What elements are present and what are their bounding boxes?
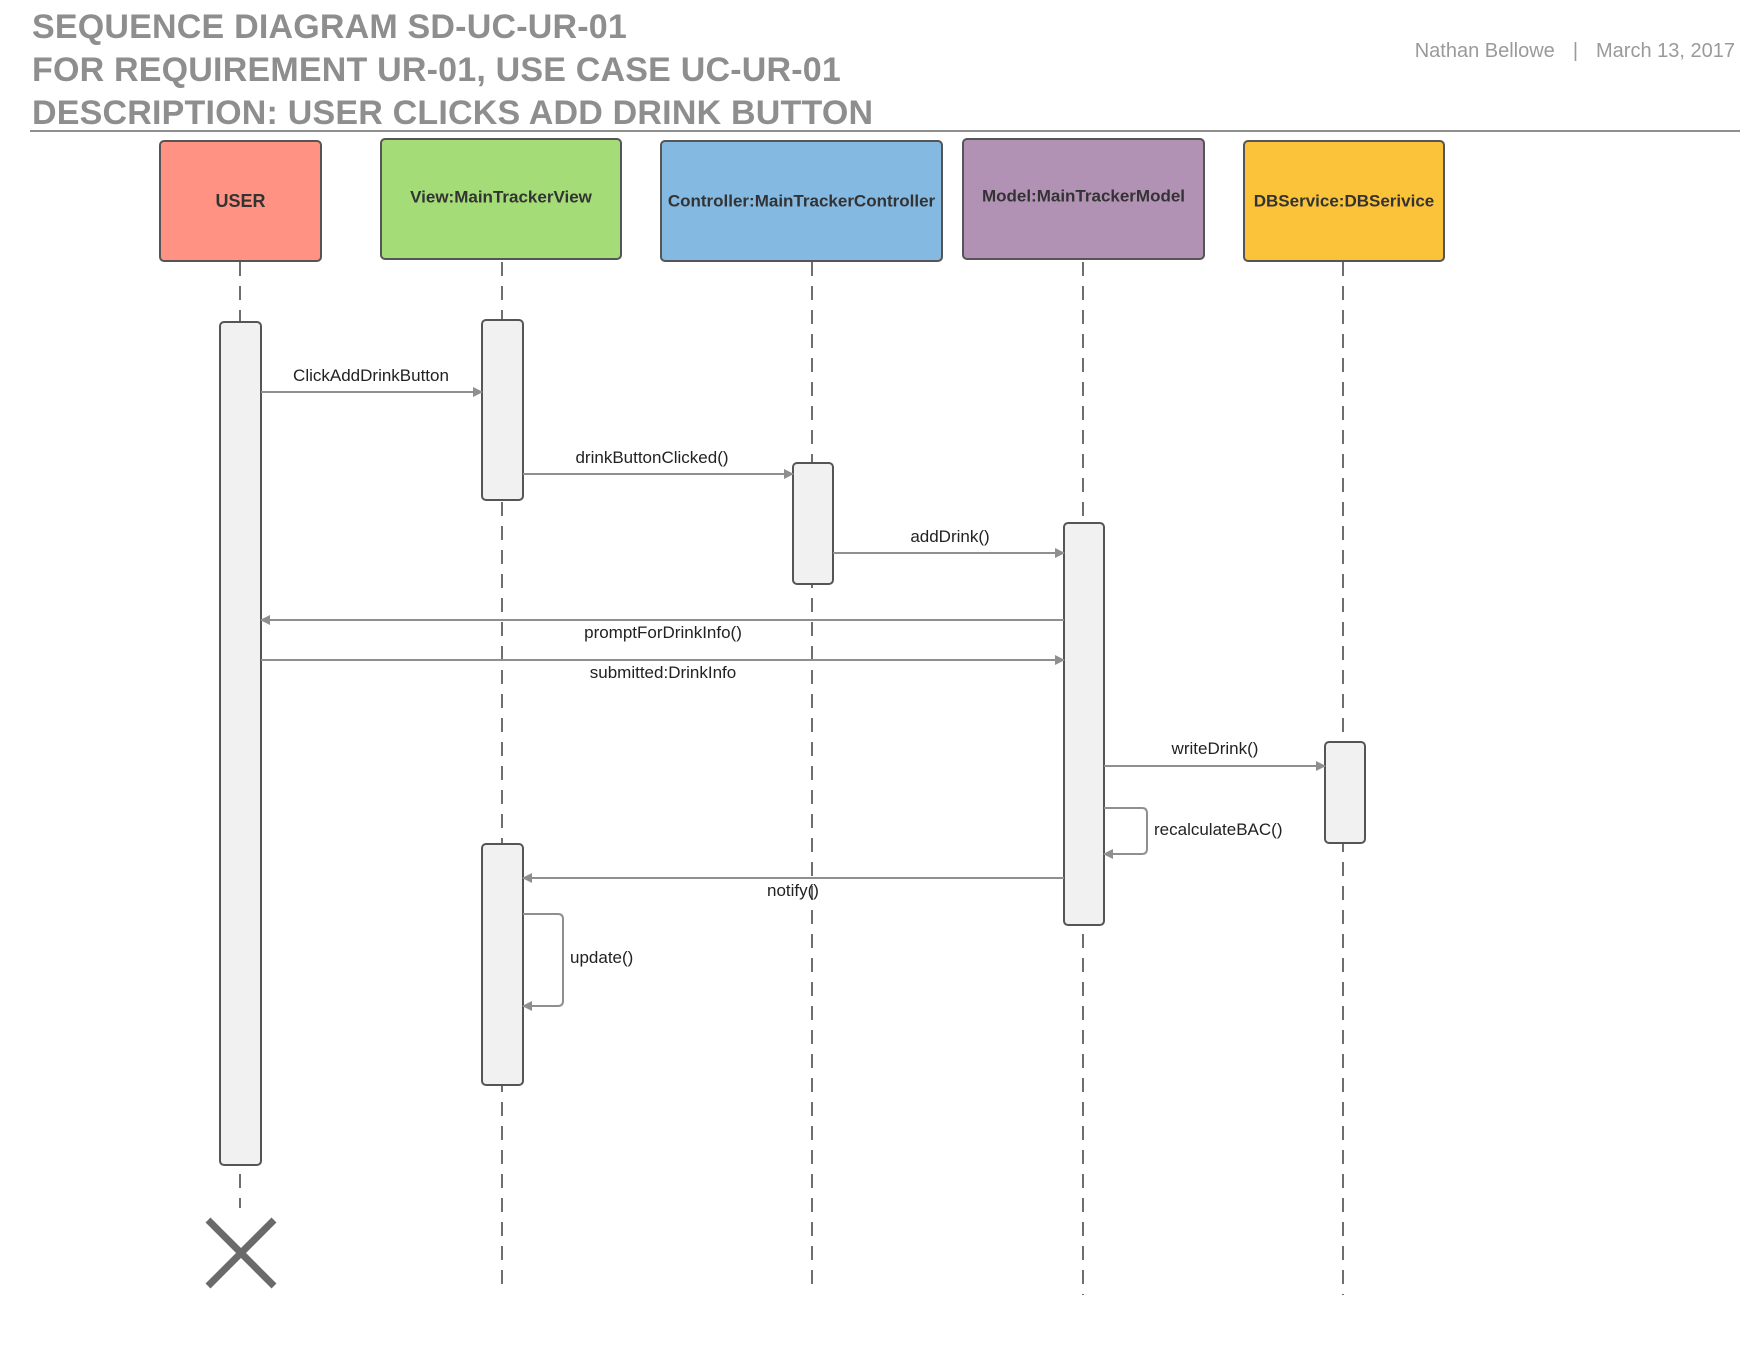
lifelines: [239, 262, 1344, 1295]
participant-user-label: USER: [215, 191, 265, 211]
activation-view-2: [481, 843, 524, 1086]
participant-user-box: [159, 140, 322, 262]
message-labels: ClickAddDrinkButton drinkButtonClicked()…: [293, 366, 1282, 967]
participant-view-label: View:MainTrackerView: [410, 187, 593, 206]
participant-db[interactable]: DBService:DBSerivice: [1243, 140, 1445, 262]
title-line-2: FOR REQUIREMENT UR-01, USE CASE UC-UR-01: [32, 51, 841, 89]
message-label-submitted-drink-info: submitted:DrinkInfo: [590, 663, 736, 682]
message-arrow-update: [522, 913, 564, 1011]
participant-model-box: [962, 138, 1205, 260]
destroy-x-stroke-2: [205, 1217, 277, 1289]
message-label-click-add-drink: ClickAddDrinkButton: [293, 366, 449, 385]
message-label-notify: notify(): [767, 881, 819, 900]
participant-db-box: [1243, 140, 1445, 262]
activation-db: [1324, 741, 1366, 844]
participant-view[interactable]: View:MainTrackerView: [380, 138, 622, 260]
activation-model: [1063, 522, 1105, 926]
participant-user[interactable]: USER: [159, 140, 322, 262]
participant-model-label: Model:MainTrackerModel: [982, 186, 1185, 205]
participant-view-box: [380, 138, 622, 260]
participant-controller[interactable]: Controller:MainTrackerController: [660, 140, 943, 262]
participant-model[interactable]: Model:MainTrackerModel: [962, 138, 1205, 260]
message-label-recalculate-bac: recalculateBAC(): [1154, 820, 1283, 839]
activation-user: [219, 321, 262, 1166]
message-label-update: update(): [570, 948, 633, 967]
title-line-1: SEQUENCE DIAGRAM SD-UC-UR-01: [32, 8, 627, 46]
message-label-add-drink: addDrink(): [910, 527, 989, 546]
diagram-date: March 13, 2017: [1596, 40, 1735, 62]
author-date: Nathan Bellowe | March 13, 2017: [1415, 40, 1735, 63]
meta-separator: |: [1572, 40, 1579, 62]
activation-controller: [792, 462, 834, 585]
message-arrow-recalculate-bac: [1103, 807, 1148, 859]
diagram-title: SEQUENCE DIAGRAM SD-UC-UR-01 FOR REQUIRE…: [32, 6, 873, 135]
message-label-prompt-for-drink-info: promptForDrinkInfo(): [584, 623, 742, 642]
activations: [219, 319, 1366, 1166]
participant-controller-box: [660, 140, 943, 262]
messages: [260, 387, 1326, 1011]
message-label-write-drink: writeDrink(): [1171, 739, 1259, 758]
header-divider: [30, 130, 1740, 132]
author-name: Nathan Bellowe: [1414, 40, 1555, 62]
participant-controller-label: Controller:MainTrackerController: [668, 191, 936, 210]
message-label-drink-button-clicked: drinkButtonClicked(): [575, 448, 728, 467]
activation-view-1: [481, 319, 524, 501]
participant-db-label: DBService:DBSerivice: [1254, 191, 1434, 210]
destroy-x-icon: [205, 1217, 277, 1289]
title-line-3: DESCRIPTION: USER CLICKS ADD DRINK BUTTO…: [32, 94, 874, 132]
